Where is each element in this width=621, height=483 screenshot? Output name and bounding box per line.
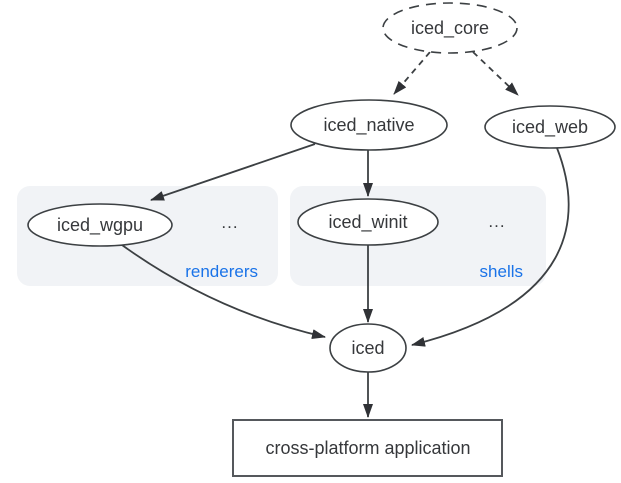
edge-iced-core-to-iced-web: [472, 51, 519, 96]
edge-iced-native-to-iced-wgpu: [150, 143, 316, 201]
node-iced-web-label: iced_web: [512, 117, 588, 138]
node-iced-native-label: iced_native: [323, 115, 414, 136]
renderers-group-label: renderers: [185, 262, 258, 281]
node-cross-platform-application-label: cross-platform application: [265, 438, 470, 458]
node-iced-core: [382, 2, 518, 54]
edge-iced-web-to-iced: [411, 147, 570, 347]
node-iced-web: [484, 105, 616, 149]
renderers-ellipsis: ...: [221, 213, 238, 232]
node-cross-platform-application: [232, 419, 503, 477]
node-iced-core-label: iced_core: [411, 18, 489, 39]
node-iced-native: [290, 99, 448, 151]
node-iced-winit-label: iced_winit: [328, 212, 407, 233]
node-iced-wgpu-label: iced_wgpu: [57, 215, 143, 236]
shells-ellipsis: ...: [488, 212, 505, 231]
node-iced: [329, 323, 407, 373]
node-iced-wgpu: [27, 203, 173, 247]
shells-group-label: shells: [480, 262, 523, 281]
edge-iced-core-to-iced-native: [393, 51, 431, 95]
edge-iced-wgpu-to-iced: [121, 244, 326, 339]
node-iced-winit: [297, 198, 439, 246]
node-iced-label: iced: [351, 338, 384, 358]
